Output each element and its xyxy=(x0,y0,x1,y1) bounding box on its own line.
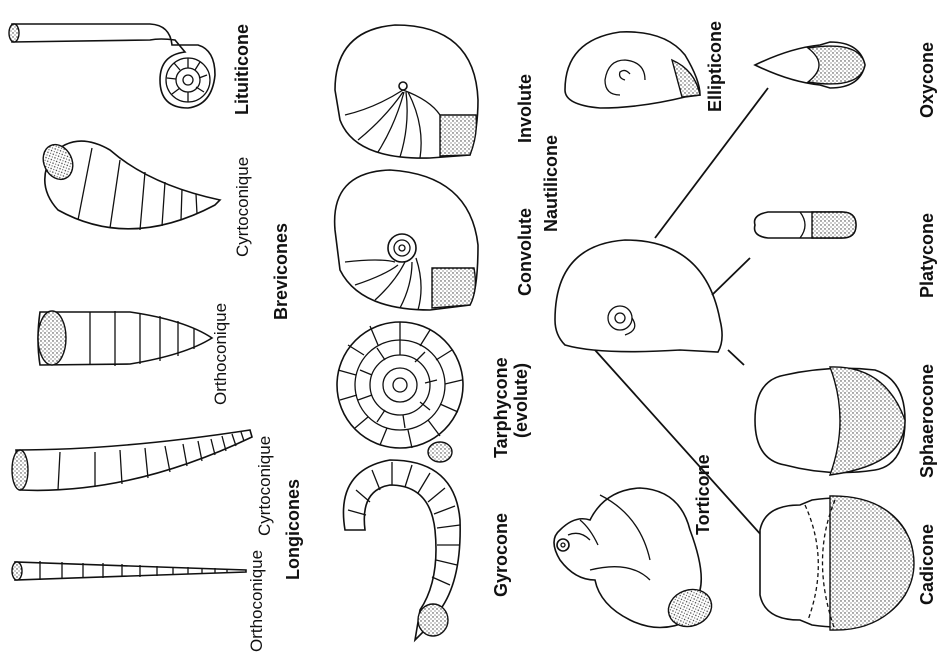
cadicone-section xyxy=(760,496,914,630)
nautilicone-shell xyxy=(555,240,722,352)
connector-platycone xyxy=(712,258,750,295)
label-involute: Involute xyxy=(516,74,534,143)
label-ellipticone: Ellipticone xyxy=(706,21,724,112)
label-oxycone: Oxycone xyxy=(918,42,936,118)
involute-shell xyxy=(335,25,478,158)
label-cadicone: Cadicone xyxy=(918,524,936,605)
ellipticone-shell xyxy=(565,32,700,108)
label-sphaerocone: Sphaerocone xyxy=(918,364,936,478)
label-cyrtoconique-longicone: Cyrtoconique xyxy=(256,436,273,536)
label-longicones: Longicones xyxy=(284,479,302,580)
convolute-shell xyxy=(335,170,478,310)
connector-sphaerocone xyxy=(728,350,744,365)
label-evolute: (evolute) xyxy=(512,363,530,438)
orthoconique-longicone-shell xyxy=(12,561,246,580)
sphaerocone-section xyxy=(755,367,905,475)
label-nautilicone: Nautilicone xyxy=(542,135,560,232)
gyrocone-shell xyxy=(343,460,460,640)
label-orthoconique-longicone: Orthoconique xyxy=(248,550,265,652)
label-cyrtoconique-brevicone: Cyrtoconique xyxy=(234,157,251,257)
label-lituiticone: Lituiticone xyxy=(233,24,251,115)
cyrtoconique-brevicone-shell xyxy=(38,140,220,230)
label-brevicones: Brevicones xyxy=(272,223,290,320)
label-convolute: Convolute xyxy=(516,208,534,296)
oxycone-section xyxy=(755,42,865,88)
cyrtoconique-longicone-shell xyxy=(12,430,252,490)
label-platycone: Platycone xyxy=(918,213,936,298)
lituiticone-shell xyxy=(9,24,215,108)
label-tarphycone: Tarphycone xyxy=(492,357,510,458)
platycone-section xyxy=(755,212,856,238)
orthoconique-brevicone-shell xyxy=(38,311,212,366)
label-gyrocone: Gyrocone xyxy=(492,513,510,597)
label-orthoconique-brevicone: Orthoconique xyxy=(212,303,229,405)
label-torticone: Torticone xyxy=(694,454,712,535)
tarphycone-shell xyxy=(337,322,463,462)
